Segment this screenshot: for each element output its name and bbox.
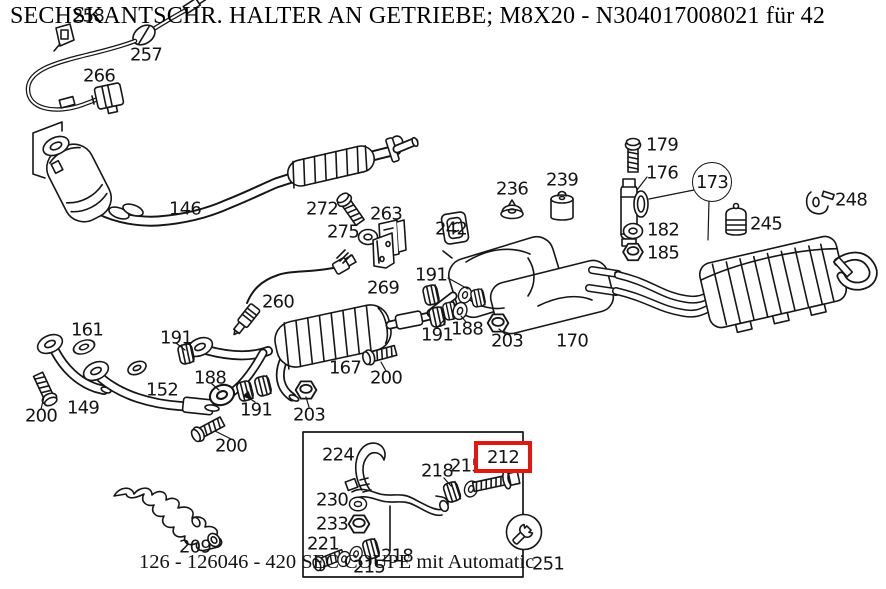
part-label[interactable]: 215 — [353, 556, 386, 578]
highlight-box-selected-part[interactable]: 212 — [474, 441, 532, 473]
part-label[interactable]: 200 — [25, 405, 58, 427]
part-label[interactable]: 200 — [370, 367, 403, 389]
part-label[interactable]: 233 — [316, 513, 349, 535]
part-label[interactable]: 242 — [435, 218, 468, 240]
wrench-icon — [512, 523, 534, 545]
diagram-title: SECHSKANTSCHR. HALTER AN GETRIEBE; M8X20… — [10, 3, 826, 29]
part-label[interactable]: 263 — [370, 203, 403, 225]
part-label[interactable]: 191 — [421, 324, 454, 346]
part-label[interactable]: 188 — [451, 318, 484, 340]
part-label[interactable]: 203 — [293, 404, 326, 426]
part-label[interactable]: 149 — [67, 397, 100, 419]
part-label[interactable]: 146 — [169, 198, 202, 220]
part-label[interactable]: 188 — [194, 367, 227, 389]
part-label[interactable]: 275 — [327, 221, 360, 243]
part-label[interactable]: 161 — [71, 319, 104, 341]
part-label[interactable]: 224 — [322, 444, 355, 466]
part-label[interactable]: 245 — [750, 213, 783, 235]
part-label[interactable]: 266 — [83, 65, 116, 87]
part-label[interactable]: 182 — [647, 219, 680, 241]
part-label[interactable]: 218 — [421, 460, 454, 482]
part-label[interactable]: 239 — [546, 169, 579, 191]
part-label[interactable]: 269 — [367, 277, 400, 299]
part-label[interactable]: 248 — [835, 189, 868, 211]
part-label[interactable]: 230 — [316, 489, 349, 511]
part-label[interactable]: 260 — [262, 291, 295, 313]
part-label[interactable]: 176 — [646, 162, 679, 184]
part-label[interactable]: 272 — [306, 198, 339, 220]
part-label[interactable]: 236 — [496, 178, 529, 200]
part-label[interactable]: 257 — [130, 44, 163, 66]
part-label[interactable]: 185 — [647, 242, 680, 264]
model-caption: 126 - 126046 - 420 SEC COUPE mit Automat… — [139, 551, 535, 573]
part-label[interactable]: 152 — [146, 379, 179, 401]
part-label[interactable]: 170 — [556, 330, 589, 352]
part-label[interactable]: 191 — [160, 327, 193, 349]
part-label[interactable]: 209 — [179, 536, 212, 558]
part-label[interactable]: 191 — [240, 399, 273, 421]
part-label[interactable]: 251 — [532, 553, 565, 575]
part-label[interactable]: 203 — [491, 330, 524, 352]
part-label[interactable]: 221 — [307, 533, 340, 555]
part-label[interactable]: 191 — [415, 264, 448, 286]
callout-circle-173[interactable]: 173 — [692, 162, 732, 202]
part-label[interactable]: 200 — [215, 435, 248, 457]
part-label[interactable]: 179 — [646, 134, 679, 156]
part-label[interactable]: 218 — [381, 545, 414, 567]
part-label[interactable]: 167 — [329, 357, 362, 379]
part-label[interactable]: 258 — [72, 5, 105, 27]
